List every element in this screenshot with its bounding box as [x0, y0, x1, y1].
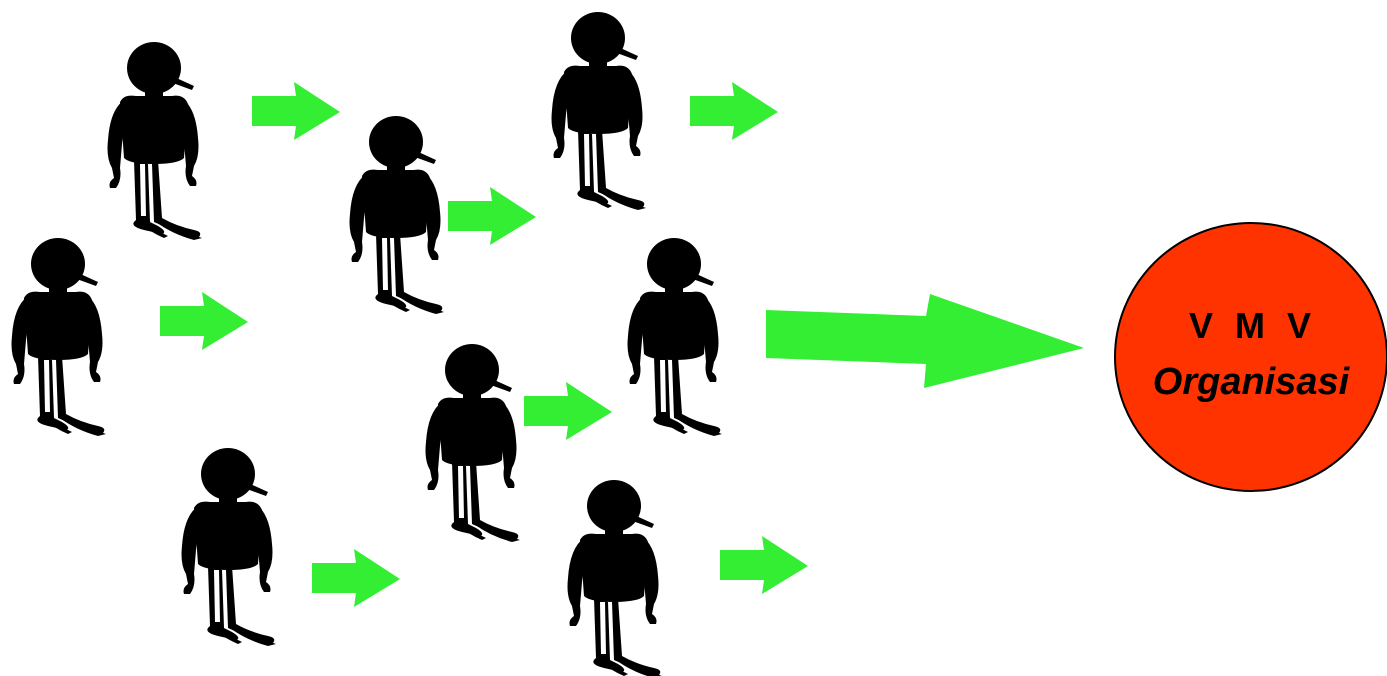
arrow-5 [524, 382, 612, 440]
circle-title: V M V [1189, 305, 1317, 346]
arrow-2 [690, 82, 778, 140]
arrow-3 [448, 187, 536, 245]
vmv-circle [1115, 223, 1387, 491]
person-8 [568, 480, 663, 676]
circle-subtitle: Organisasi [1153, 361, 1351, 403]
arrow-4 [160, 292, 248, 350]
person-3 [350, 116, 445, 314]
person-2 [12, 238, 107, 436]
arrow-6 [312, 549, 400, 607]
person-1 [108, 42, 203, 240]
person-4 [552, 12, 647, 210]
arrow-7 [720, 536, 808, 594]
person-7 [182, 448, 277, 646]
person-6 [628, 238, 723, 436]
big-arrow [766, 294, 1084, 388]
arrow-1 [252, 82, 340, 140]
person-5 [426, 344, 521, 542]
